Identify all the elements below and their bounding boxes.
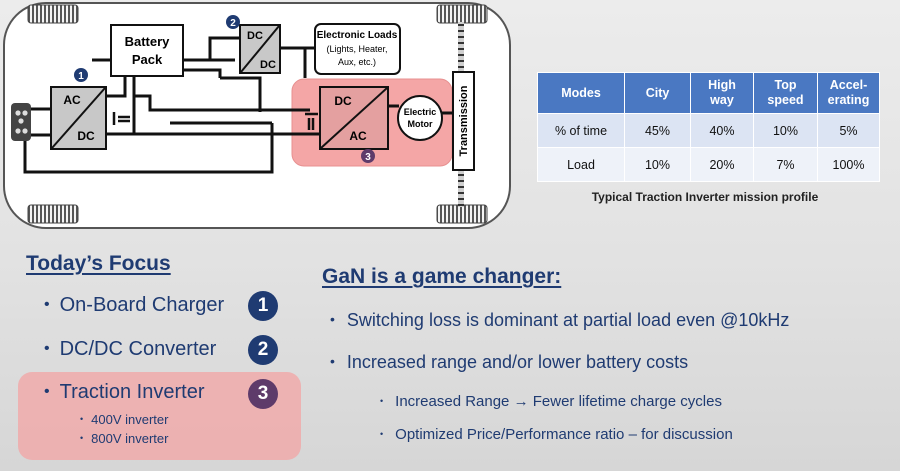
bullet-icon: •: [380, 429, 384, 439]
table-cell: 20%: [690, 147, 754, 182]
badge-1-diagram-label: 1: [78, 71, 84, 82]
table-header-cell: Accel-erating: [817, 72, 880, 114]
badge-1-diagram: [74, 68, 88, 82]
focus-item-on-board-charger: • On-Board Charger: [44, 294, 224, 317]
focus-item-label: DC/DC Converter: [59, 338, 217, 360]
electric-motor: [397, 95, 443, 141]
wheel: [27, 4, 79, 24]
bullet-icon: •: [44, 296, 50, 313]
sub-item-label: 800V inverter: [91, 431, 169, 446]
electric-motor-label-2: Motor: [408, 119, 433, 129]
table-header-cell: City: [624, 72, 691, 114]
badge-2: 2: [248, 335, 278, 365]
focus-item-label: On-Board Charger: [59, 294, 225, 316]
ac-dc-top-label: AC: [63, 93, 81, 107]
bullet-icon: •: [44, 383, 50, 400]
gan-sub-range: • Increased Range → Fewer lifetime charge…: [380, 393, 722, 410]
gan-point-range: • Increased range and/or lower battery co…: [330, 352, 688, 373]
table-caption: Typical Traction Inverter mission profil…: [591, 190, 819, 204]
badge-2-diagram-label: 2: [230, 18, 236, 29]
electronic-loads-label: Electronic Loads: [317, 30, 398, 41]
dc-dc-top-label: DC: [247, 30, 263, 42]
dc-ac-bottom-label: AC: [349, 129, 367, 143]
electronic-loads-detail-2: Aux, etc.): [338, 57, 376, 67]
gan-sub-label: Optimized Price/Performance ratio – for …: [395, 426, 733, 443]
badge-2-diagram: [226, 15, 240, 29]
bullet-icon: •: [330, 311, 335, 327]
bullet-icon: •: [44, 340, 50, 357]
gan-sub-price: • Optimized Price/Performance ratio – for…: [380, 426, 733, 443]
table-cell: 5%: [817, 113, 880, 148]
table-cell: 45%: [624, 113, 691, 148]
focus-item-traction-inverter: • Traction Inverter: [44, 381, 204, 404]
table-cell: % of time: [537, 113, 625, 148]
transmission: [452, 71, 475, 171]
ac-dc-bottom-label: DC: [77, 129, 95, 143]
badge-3-diagram: [361, 149, 375, 163]
dc-dc-bottom-label: DC: [260, 59, 276, 71]
gan-title: GaN is a game changer:: [322, 265, 562, 288]
table-cell: 100%: [817, 147, 880, 182]
table-row: Load 10% 20% 7% 100%: [537, 147, 880, 182]
electronic-loads: [314, 23, 401, 75]
table-cell: 10%: [624, 147, 691, 182]
battery-pack-label-2: Pack: [132, 52, 163, 67]
electronic-loads-detail-1: (Lights, Heater,: [326, 44, 387, 54]
table-header-cell: Modes: [537, 72, 625, 114]
gan-point-label: Increased range and/or lower battery cos…: [346, 352, 689, 372]
dc-ac-top-label: DC: [334, 94, 352, 108]
sub-item-400v: • 400V inverter: [80, 412, 168, 427]
wheel: [436, 204, 488, 224]
table-cell: Load: [537, 147, 625, 182]
wheel: [27, 204, 79, 224]
badge-1: 1: [248, 291, 278, 321]
sub-item-label: 400V inverter: [91, 412, 169, 427]
gan-sub-label: Increased Range → Fewer lifetime charge …: [395, 393, 722, 410]
table-row: % of time 45% 40% 10% 5%: [537, 113, 880, 148]
sub-item-800v: • 800V inverter: [80, 431, 168, 446]
wheel: [436, 4, 488, 24]
table-cell: 7%: [753, 147, 818, 182]
badge-3-diagram-label: 3: [365, 152, 371, 163]
focus-item-label: Traction Inverter: [59, 381, 205, 403]
electric-motor-label-1: Electric: [404, 107, 437, 117]
table-cell: 10%: [753, 113, 818, 148]
battery-pack: [110, 24, 184, 77]
transmission-label: Transmission: [458, 85, 470, 156]
bullet-icon: •: [80, 414, 84, 424]
badge-3: 3: [248, 379, 278, 409]
focus-title: Today’s Focus: [26, 252, 171, 275]
battery-pack-label-1: Battery: [125, 34, 171, 49]
gan-point-label: Switching loss is dominant at partial lo…: [346, 310, 790, 330]
bullet-icon: •: [80, 433, 84, 443]
focus-item-dc-dc-converter: • DC/DC Converter: [44, 338, 216, 361]
bullet-icon: •: [380, 396, 384, 406]
gan-point-switching-loss: • Switching loss is dominant at partial l…: [330, 310, 789, 331]
ev-powertrain-diagram: AC DC 1 Battery Pack DC DC 2 Electronic …: [3, 2, 511, 229]
table-cell: 40%: [690, 113, 754, 148]
bullet-icon: •: [330, 353, 335, 369]
